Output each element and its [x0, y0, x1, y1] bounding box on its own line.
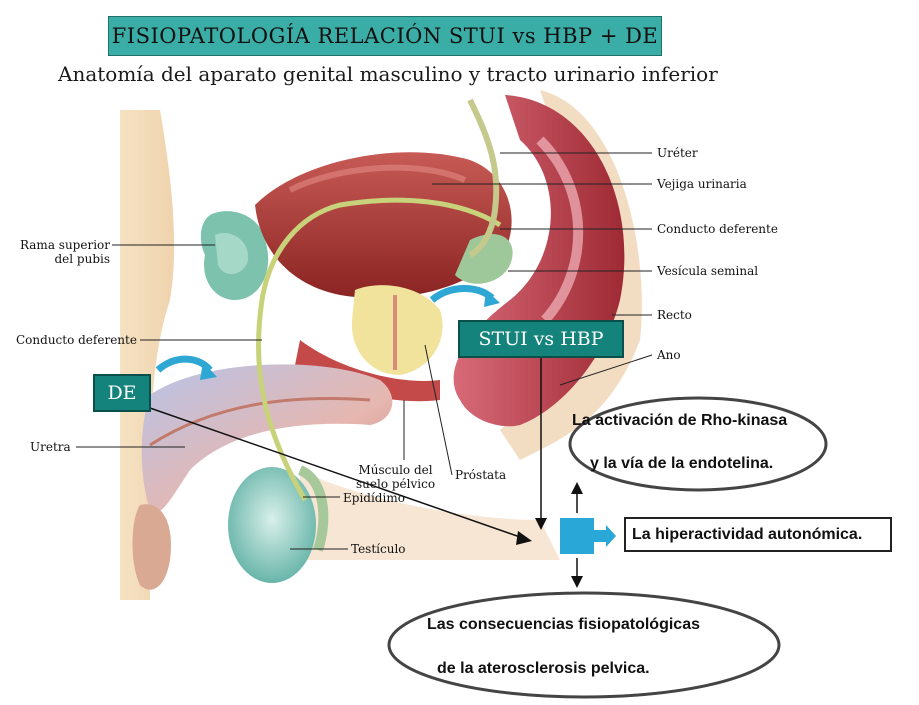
- up-arrowhead: [571, 482, 583, 494]
- label-pubis: Rama superior del pubis: [14, 238, 110, 266]
- prostate-shape: [352, 285, 443, 375]
- de-text: DE: [107, 382, 136, 404]
- label-anus: Ano: [657, 348, 681, 362]
- label-prostate: Próstata: [455, 468, 506, 482]
- down-arrowhead: [571, 576, 583, 588]
- label-urethra: Uretra: [30, 440, 71, 454]
- label-epididymis: Epidídimo: [343, 491, 405, 505]
- glans-shape: [133, 504, 171, 589]
- stui-hbp-box: STUI vs HBP: [458, 320, 624, 358]
- hyperactivity-box: La hiperactividad autonómica.: [624, 517, 892, 552]
- hyperactivity-text: La hiperactividad autonómica.: [632, 526, 862, 544]
- label-testicle: Testículo: [351, 542, 406, 556]
- curved-arrow-stui-head: [484, 290, 500, 307]
- de-box: DE: [93, 374, 151, 412]
- rho-kinase-line2: y la vía de la endotelina.: [590, 455, 773, 473]
- testicle-shape: [228, 467, 316, 583]
- stui-hbp-text: STUI vs HBP: [478, 328, 603, 350]
- central-square: [560, 518, 594, 554]
- label-vas-deferens-left: Conducto deferente: [16, 333, 137, 347]
- label-rectum: Recto: [657, 308, 692, 322]
- label-bladder: Vejiga urinaria: [657, 177, 747, 191]
- rho-kinase-line1: La activación de Rho-kinasa: [572, 412, 787, 430]
- label-seminal-vesicle: Vesícula seminal: [657, 264, 758, 278]
- label-pubis-line2: del pubis: [14, 252, 110, 266]
- consequences-line1: Las consecuencias fisiopatológicas: [427, 616, 700, 634]
- consequences-line2: de la aterosclerosis pelvica.: [437, 660, 650, 678]
- central-square-arrow: [594, 525, 616, 547]
- label-pubis-line1: Rama superior: [14, 238, 110, 252]
- label-pelvic-muscle: Músculo del suelo pélvico: [356, 463, 435, 491]
- consequences-ellipse: [389, 593, 779, 697]
- label-ureter: Uréter: [657, 146, 698, 160]
- label-vas-deferens-right: Conducto deferente: [657, 222, 778, 236]
- label-pelvic-muscle-line1: Músculo del: [356, 463, 435, 477]
- curved-arrow-stui: [432, 288, 492, 300]
- label-pelvic-muscle-line2: suelo pélvico: [356, 477, 435, 491]
